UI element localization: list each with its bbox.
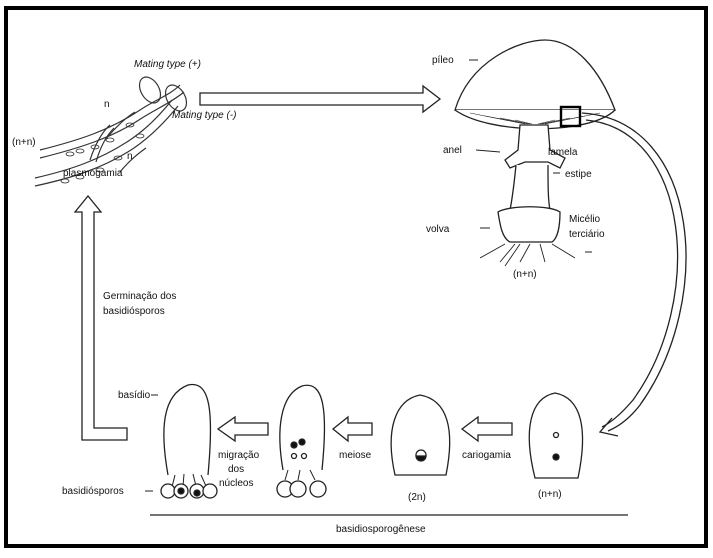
basidiosporogenese-label: basidiosporogênese bbox=[336, 524, 426, 535]
cell-2n bbox=[391, 395, 450, 475]
arrow-cariogamia bbox=[462, 417, 512, 441]
arrow-to-mushroom bbox=[200, 86, 440, 112]
arrow-migracao bbox=[218, 417, 268, 441]
n-upper-label: n bbox=[104, 99, 110, 110]
micelio-label-2: terciário bbox=[569, 229, 605, 240]
mating-minus-label: Mating type (-) bbox=[172, 110, 236, 121]
basidium-1 bbox=[161, 384, 217, 498]
cariogamia-label: cariogamia bbox=[462, 450, 511, 461]
pileo-label: píleo bbox=[432, 55, 454, 66]
meiose-label: meiose bbox=[339, 450, 372, 461]
two-n-label: (2n) bbox=[408, 492, 426, 503]
basidiosporos-label: basidiósporos bbox=[62, 486, 124, 497]
cell-nn-label: (n+n) bbox=[538, 489, 562, 500]
migracao-label-1: migração bbox=[218, 450, 260, 461]
migracao-label-2: dos bbox=[228, 464, 244, 475]
volva-label: volva bbox=[426, 224, 450, 235]
anel-label: anel bbox=[443, 145, 462, 156]
arrow-up-left bbox=[75, 196, 127, 440]
curved-arrow bbox=[582, 113, 686, 436]
mushroom-nn-label: (n+n) bbox=[513, 269, 537, 280]
cell-nn bbox=[529, 393, 582, 478]
germinacao-label-1: Germinação dos bbox=[103, 291, 176, 302]
basidio-label: basídio bbox=[118, 390, 151, 401]
germinacao-label-2: basidiósporos bbox=[103, 306, 165, 317]
n-lower-label: n bbox=[127, 151, 133, 162]
arrow-meiose bbox=[333, 417, 372, 441]
mating-plus-label: Mating type (+) bbox=[134, 59, 201, 70]
nn-hyphae-label: (n+n) bbox=[12, 137, 36, 148]
migracao-label-3: núcleos bbox=[219, 478, 253, 489]
basidium-2 bbox=[277, 385, 326, 497]
plasmogamia-label: plasmogamia bbox=[63, 168, 123, 179]
micelio-label-1: Micélio bbox=[569, 214, 601, 225]
lamela-label: lamela bbox=[548, 147, 578, 158]
estipe-label: estipe bbox=[565, 169, 592, 180]
